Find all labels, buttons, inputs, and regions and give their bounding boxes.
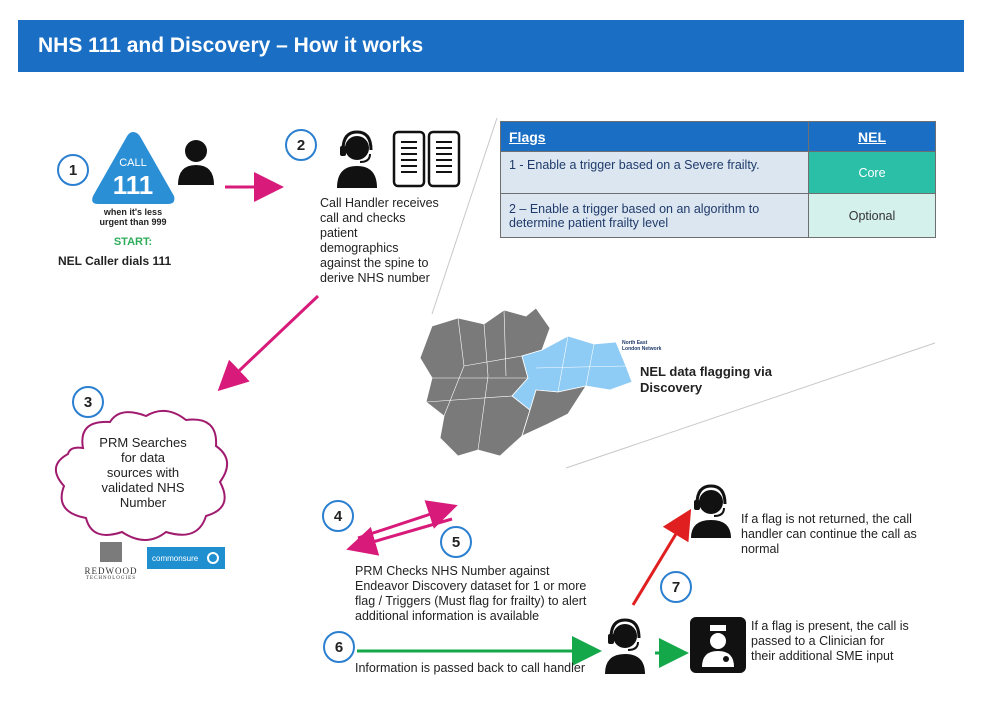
clinician-icon [690, 617, 746, 673]
step-6-marker: 6 [323, 631, 355, 663]
nel-header: NEL [808, 121, 936, 152]
step-3-marker: 3 [72, 386, 104, 418]
arrow-2-to-3 [217, 294, 320, 392]
arrow-handler-to-no-flag [631, 508, 692, 606]
step-7-marker: 7 [660, 571, 692, 603]
flag-1-desc: 1 - Enable a trigger based on a Severe f… [500, 151, 809, 194]
flags-header: Flags [500, 121, 809, 152]
nhs111-tagline: when it's less urgent than 999 [99, 207, 167, 227]
flag-1-nel: Core [808, 151, 936, 194]
step-6-text: Information is passed back to call handl… [355, 661, 585, 675]
caller-person-icon [178, 140, 214, 185]
step-2-marker: 2 [285, 129, 317, 161]
nel-region-label: North East London Network [622, 340, 662, 352]
header-bar: NHS 111 and Discovery – How it works [18, 20, 964, 72]
flag-2-desc: 2 – Enable a trigger based on an algorit… [500, 193, 809, 238]
step-1-marker: 1 [57, 154, 89, 186]
map-caption: NEL data flagging via Discovery [640, 364, 772, 395]
step-1-caption: NEL Caller dials 111 [58, 254, 172, 268]
svg-text:111: 111 [113, 170, 154, 200]
commonsure-ring-icon [207, 552, 219, 564]
svg-text:CALL: CALL [119, 157, 147, 169]
redwood-logo-text: REDWOOD TECHNOLOGIES [84, 566, 138, 581]
call-handler-headset-icon [337, 130, 377, 188]
flag-2-nel: Optional [808, 193, 936, 238]
step-5-marker: 5 [440, 526, 472, 558]
redwood-logo-mark [100, 542, 122, 562]
london-map [419, 307, 633, 457]
server-icon [392, 130, 461, 188]
table-row: 1 - Enable a trigger based on a Severe f… [500, 151, 936, 194]
step-4-marker: 4 [322, 500, 354, 532]
arrow-5-back [346, 517, 453, 556]
call-handler-no-flag-icon [691, 484, 731, 538]
page-title: NHS 111 and Discovery – How it works [38, 34, 424, 57]
commonsure-logo: commonsure [147, 547, 225, 569]
start-label: START: [113, 236, 153, 248]
nhs111-logo: CALL 111 [92, 132, 175, 204]
prm-search-cloud [55, 409, 228, 541]
call-handler-bottom-icon [605, 618, 645, 674]
flags-table: Flags NEL 1 - Enable a trigger based on … [500, 121, 936, 238]
table-row: 2 – Enable a trigger based on an algorit… [500, 193, 936, 238]
